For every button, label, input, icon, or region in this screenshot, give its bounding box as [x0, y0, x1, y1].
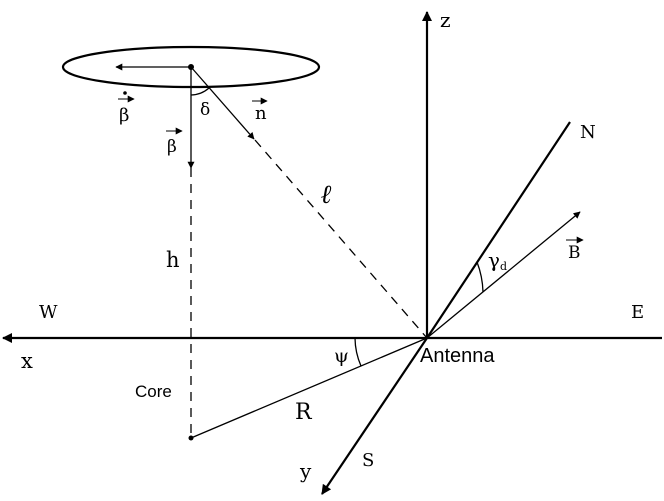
R-label: R: [295, 400, 313, 425]
north-label: N: [580, 122, 596, 143]
gamma-subscript: d: [500, 260, 507, 273]
gamma-label: γ: [488, 248, 500, 272]
north-line: [426, 121, 571, 339]
path-ell-dashed-line: [254, 139, 428, 339]
delta-label: δ: [200, 100, 210, 120]
h-label: h: [166, 248, 180, 272]
west-label: W: [39, 302, 58, 323]
distance-R-line: [190, 337, 428, 439]
east-label: E: [631, 302, 644, 323]
B-label: B: [568, 243, 581, 263]
psi-label: ψ: [334, 345, 349, 367]
delta-angle-arc: [190, 87, 210, 96]
magnetic-field-vector: [426, 211, 581, 339]
y-axis: [321, 337, 428, 495]
beta-label: β: [167, 137, 177, 157]
x-label: x: [21, 349, 33, 373]
gamma-angle-arc: [476, 261, 484, 293]
core-point: [188, 435, 194, 441]
south-label: S: [362, 450, 374, 471]
core-label: Core: [135, 382, 172, 401]
ell-label: ℓ: [321, 180, 332, 210]
beta-dot-mark: [123, 91, 127, 95]
n-label: n: [255, 103, 267, 124]
z-label: z: [440, 8, 451, 32]
n-arrow: [190, 66, 255, 140]
y-label: y: [299, 459, 312, 483]
antenna-label: Antenna: [420, 345, 495, 367]
psi-angle-arc: [354, 337, 362, 367]
beta-dot-label: β: [119, 105, 129, 126]
